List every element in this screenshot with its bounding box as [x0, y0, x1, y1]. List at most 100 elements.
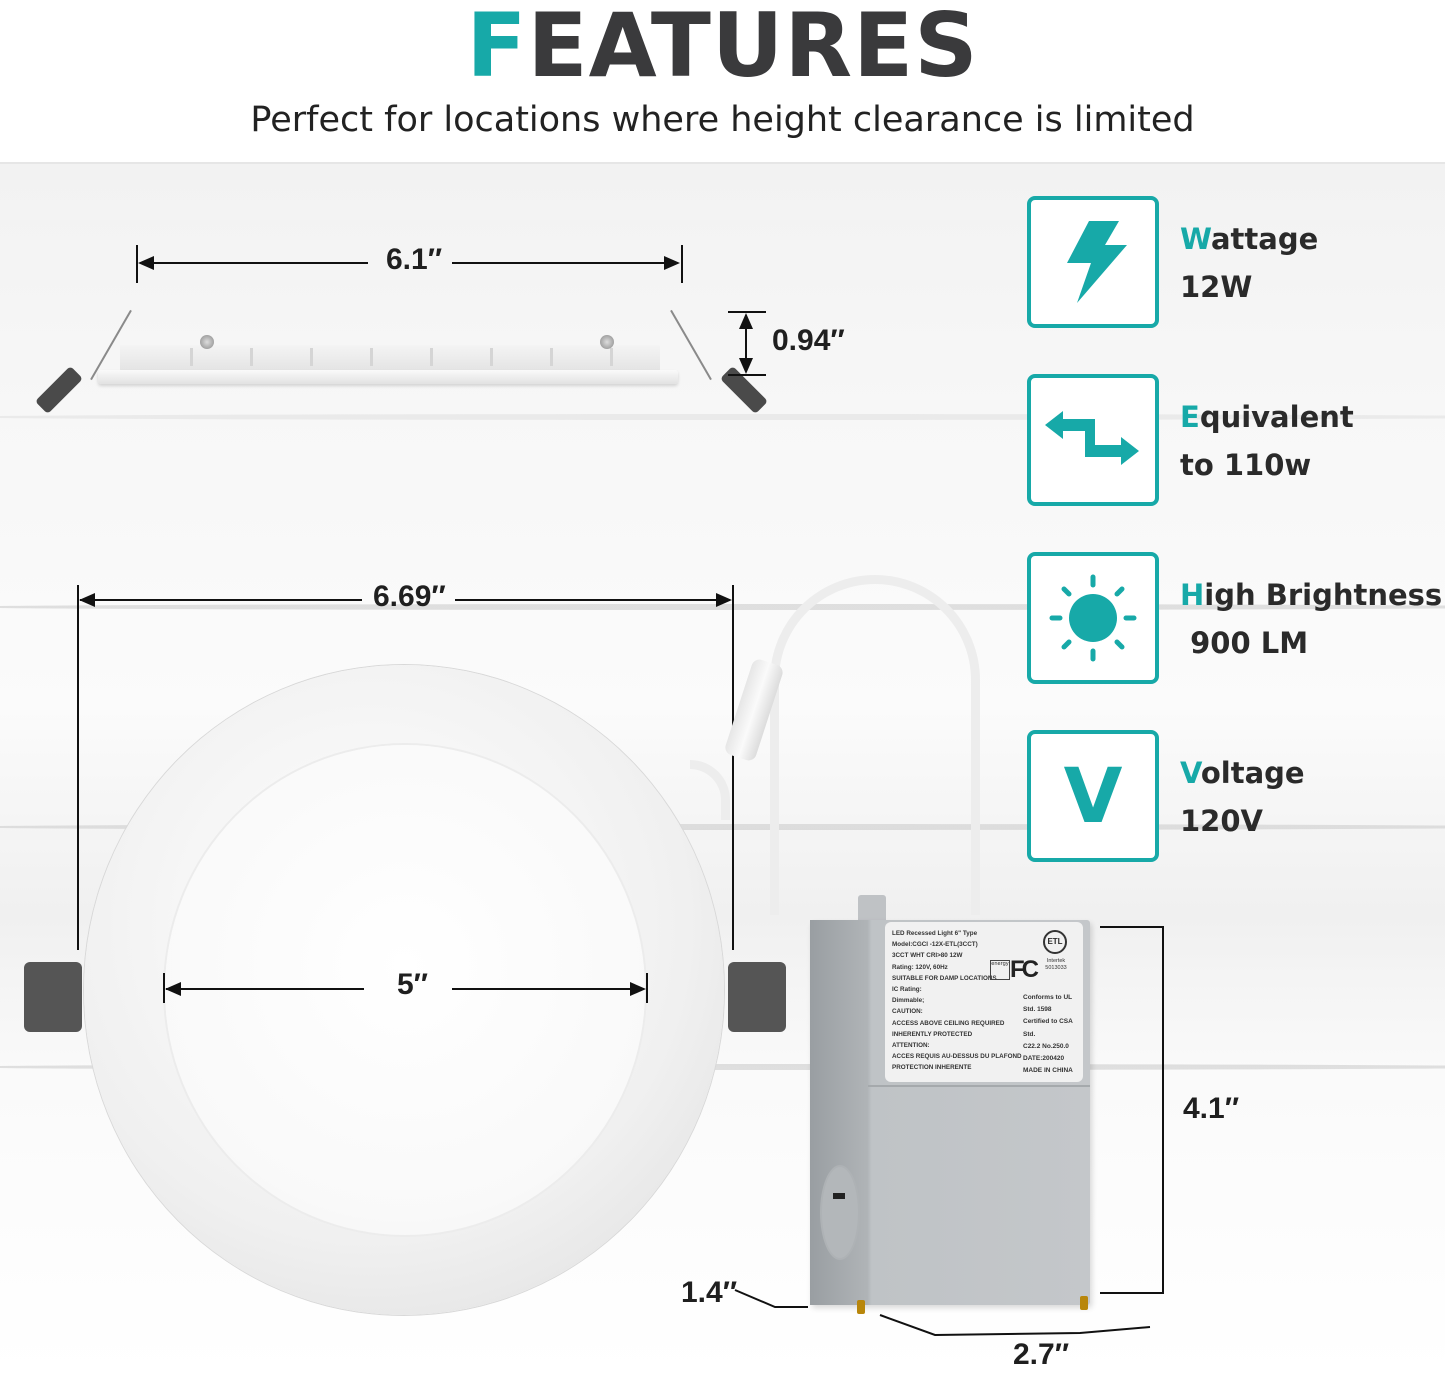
label-line: IC Rating:: [892, 986, 922, 994]
label-accent: E: [1180, 400, 1200, 434]
dim-extension: [728, 311, 766, 313]
arrow-down-icon: [739, 358, 753, 374]
sun-brightness-icon: [1049, 574, 1137, 662]
etl-sub-text: Intertek 5013033: [1045, 958, 1067, 971]
label-rest: igh Brightness: [1204, 578, 1443, 612]
label-rest: oltage: [1200, 756, 1305, 790]
feature-icon-box: [1027, 552, 1159, 684]
label-line: LED Recessed Light 6" Type: [892, 930, 978, 937]
feature-equivalent: Equivalent to 110w: [1027, 374, 1445, 508]
dim-extension: [163, 973, 165, 1003]
label-line: 3CCT WHT CRI>80 12W: [892, 952, 963, 960]
feature-value: 900 LM: [1180, 626, 1309, 660]
dim-line: [452, 988, 644, 990]
rib: [490, 348, 493, 366]
feature-label: Voltage: [1180, 756, 1305, 790]
arrow-right-icon: [630, 982, 646, 996]
dim-line: [452, 262, 678, 264]
label-line: DATE:200420: [1023, 1055, 1065, 1063]
dim-box-width: 2.7″: [1013, 1338, 1070, 1371]
dim-side-height: 0.94″: [772, 324, 845, 357]
dim-extension: [732, 585, 734, 950]
label-rest: attage: [1210, 222, 1319, 256]
dim-extension: [1100, 926, 1164, 928]
label-line: ATTENTION:: [892, 1042, 930, 1050]
label-line: Conforms to UL: [1023, 994, 1073, 1001]
feature-value: 120V: [1180, 804, 1263, 838]
dim-extension: [728, 374, 766, 376]
feature-voltage: V Voltage 120V: [1027, 730, 1445, 864]
feature-label: Equivalent: [1180, 400, 1354, 434]
feature-icon-box: [1027, 374, 1159, 506]
equivalent-arrows-icon: [1045, 411, 1139, 465]
dim-line: [166, 988, 364, 990]
dim-extension: [646, 973, 648, 1003]
label-line: CAUTION:: [892, 1008, 923, 1016]
header: FEATURES Perfect for locations where hei…: [0, 0, 1445, 162]
label-rest: quivalent: [1199, 400, 1354, 434]
dim-line: [140, 262, 368, 264]
junction-box-seam: [868, 1085, 1090, 1087]
label-line: Rating: 120V, 60Hz: [892, 963, 948, 971]
screw: [600, 335, 614, 349]
dim-extension: [77, 585, 79, 950]
label-line: ACCES REQUIS AU-DESSUS DU PLAFOND: [892, 1053, 1022, 1061]
page-title: FEATURES: [0, 0, 1445, 97]
label-cert-list: Conforms to UL Std. 1598 Certified to CS…: [1023, 992, 1081, 1077]
power-cable-tail: [690, 760, 730, 820]
label-accent: V: [1180, 756, 1201, 790]
voltage-v-icon: V: [1063, 751, 1123, 840]
page-subtitle: Perfect for locations where height clear…: [250, 100, 1195, 140]
rib: [310, 348, 313, 366]
rib: [610, 348, 613, 366]
jbox-foot: [1080, 1296, 1088, 1310]
energy-star-logo-icon: energy: [990, 960, 1010, 980]
feature-label: High Brightness: [1180, 578, 1442, 612]
title-accent-letter: F: [466, 0, 528, 97]
label-line: Model:CGCI -12X-ETL(3CCT): [892, 941, 978, 949]
rib: [370, 348, 373, 366]
screw: [200, 335, 214, 349]
dim-box-depth: 1.4″: [681, 1276, 738, 1309]
label-line: SUITABLE FOR DAMP LOCATIONS: [892, 974, 997, 982]
rib: [550, 348, 553, 366]
dim-line: [455, 599, 730, 601]
junction-box-knockout: [820, 1165, 860, 1260]
rib: [430, 348, 433, 366]
rib: [250, 348, 253, 366]
dim-extension: [681, 245, 683, 283]
arrow-left-icon: [79, 593, 95, 607]
lightning-bolt-icon: [1067, 221, 1127, 303]
label-line: Std. 1598: [1023, 1006, 1052, 1014]
label-line: Certified to CSA: [1023, 1018, 1073, 1026]
feature-label: Wattage: [1180, 222, 1318, 256]
dim-outer-diameter: 6.69″: [373, 580, 446, 613]
light-lens: [165, 745, 645, 1235]
junction-box-label: LED Recessed Light 6" Type Model:CGCI -1…: [885, 922, 1083, 1082]
etl-logo-icon: ETL: [1043, 930, 1067, 954]
background-band: [0, 824, 1445, 830]
dim-side-width: 6.1″: [386, 243, 443, 276]
dim-line: [80, 599, 362, 601]
spring-clip-left: [24, 962, 82, 1032]
arrow-left-icon: [138, 256, 154, 270]
light-side-trim: [98, 370, 678, 384]
feature-value: 12W: [1180, 270, 1253, 304]
light-side-body: [120, 345, 660, 371]
dim-extension: [136, 245, 138, 283]
label-line: Std.: [1023, 1030, 1036, 1038]
label-accent: W: [1180, 222, 1211, 256]
dim-line: [1162, 926, 1164, 1294]
label-line: PROTECTION INHERENTE: [892, 1064, 972, 1072]
arrow-left-icon: [165, 982, 181, 996]
arrow-right-icon: [716, 593, 732, 607]
power-cable: [770, 575, 980, 915]
feature-icon-box: [1027, 196, 1159, 328]
label-spec-list: LED Recessed Light 6" Type Model:CGCI -1…: [892, 928, 1022, 1074]
label-accent: H: [1180, 578, 1205, 612]
dim-cutout-diameter: 5″: [397, 968, 429, 1001]
feature-icon-box: V: [1027, 730, 1159, 862]
label-line: Dimmable;: [892, 997, 925, 1005]
feature-brightness: High Brightness 900 LM: [1027, 552, 1445, 686]
label-line: MADE IN CHINA: [1023, 1067, 1073, 1075]
